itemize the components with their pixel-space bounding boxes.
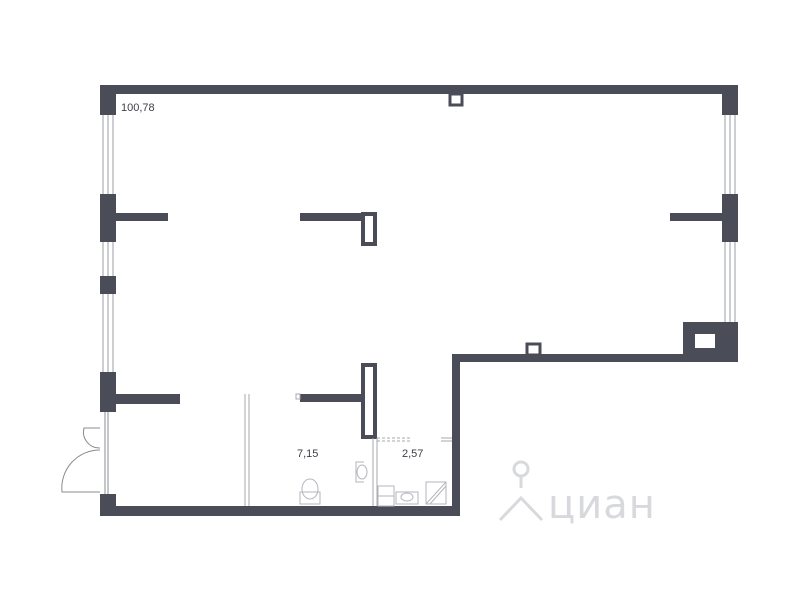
wall-left-pier-1 <box>100 85 116 115</box>
watermark-text: циан <box>548 482 656 528</box>
shaft-inner <box>693 332 717 350</box>
wall-right-pier-2 <box>722 194 738 242</box>
shower-icon <box>425 481 447 505</box>
wall-top <box>100 85 738 94</box>
wall-inner-vertical <box>452 354 460 516</box>
window-left-2 <box>102 242 114 276</box>
wall-stub-left-lower <box>116 394 180 404</box>
window-left-1 <box>102 115 114 194</box>
column-lower <box>361 363 377 439</box>
area-label-main-hall: 100,78 <box>121 102 155 114</box>
stair-block <box>377 485 395 507</box>
wall-bottom <box>100 506 460 516</box>
columns <box>361 92 717 439</box>
wall-stub-center-upper <box>300 213 364 221</box>
walls <box>100 85 738 516</box>
area-label-bathroom-2: 2,57 <box>402 448 424 460</box>
post-top <box>448 92 464 107</box>
wall-left-pier-4 <box>100 372 116 412</box>
wall-stub-center-lower <box>300 394 364 402</box>
entrance-door <box>61 412 109 494</box>
sanitary-fixtures <box>299 461 447 507</box>
wall-right-pier-1 <box>722 85 738 115</box>
sink-icon <box>355 461 368 483</box>
window-right-1 <box>724 115 736 194</box>
post-lower-right <box>525 342 542 357</box>
wall-stub-left-upper <box>116 213 168 221</box>
window-right-2 <box>724 242 736 322</box>
toilet-right-icon <box>395 491 419 505</box>
partitions <box>244 393 452 506</box>
toilet-left-icon <box>299 478 321 505</box>
area-label-bathroom-1: 7,15 <box>297 448 319 460</box>
windows <box>102 115 736 372</box>
wall-stub-right <box>670 213 722 221</box>
column-upper <box>361 212 377 246</box>
window-left-3 <box>102 294 114 372</box>
wall-left-pier-3 <box>100 276 116 294</box>
wall-left-pier-2 <box>100 194 116 242</box>
location-pin-person-icon <box>498 460 544 522</box>
wall-right-pier-3 <box>722 322 738 362</box>
wall-lower-right <box>452 354 738 362</box>
